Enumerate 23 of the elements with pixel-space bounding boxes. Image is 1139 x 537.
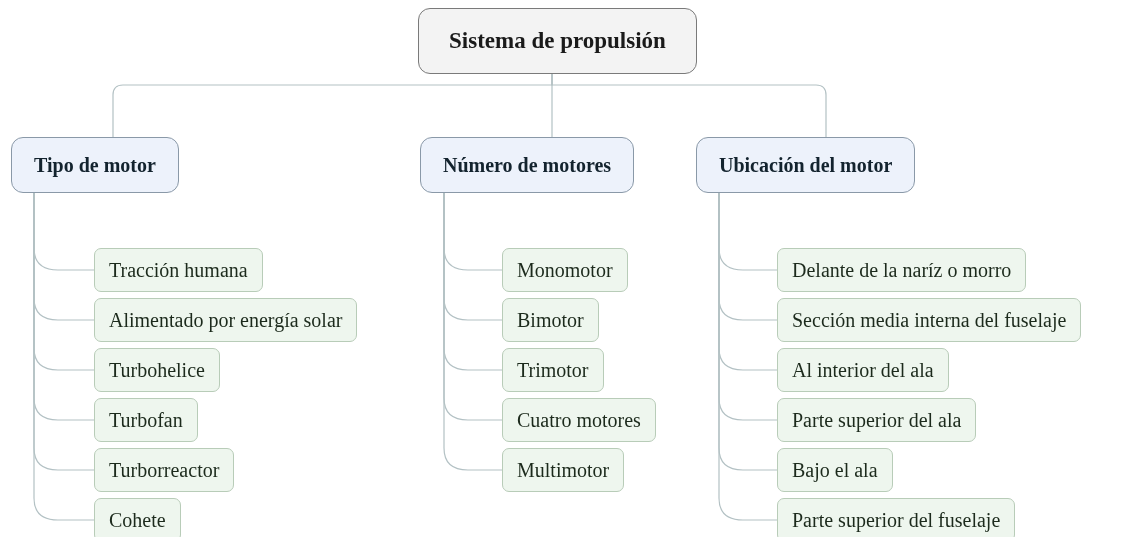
item-box: Parte superior del ala	[777, 398, 977, 442]
item-box: Trimotor	[502, 348, 604, 392]
category-box: Tipo de motor	[11, 137, 179, 193]
item-box: Bimotor	[502, 298, 599, 342]
item-box: Delante de la naríz o morro	[777, 248, 1027, 292]
root-box: Sistema de propulsión	[418, 8, 697, 74]
item-box: Alimentado por energía solar	[94, 298, 358, 342]
item-box: Multimotor	[502, 448, 625, 492]
connector-line	[443, 192, 503, 471]
item-box: Bajo el ala	[777, 448, 893, 492]
connector-line	[551, 73, 827, 138]
item-box: Turbofan	[94, 398, 198, 442]
item-box: Tracción humana	[94, 248, 263, 292]
item-box: Sección media interna del fuselaje	[777, 298, 1082, 342]
item-box: Parte superior del fuselaje	[777, 498, 1016, 537]
item-box: Cuatro motores	[502, 398, 656, 442]
category-box: Número de motores	[420, 137, 635, 193]
category-box: Ubicación del motor	[696, 137, 916, 193]
item-box: Al interior del ala	[777, 348, 949, 392]
item-box: Turbohelice	[94, 348, 220, 392]
item-box: Cohete	[94, 498, 181, 537]
item-box: Monomotor	[502, 248, 628, 292]
item-box: Turborreactor	[94, 448, 235, 492]
